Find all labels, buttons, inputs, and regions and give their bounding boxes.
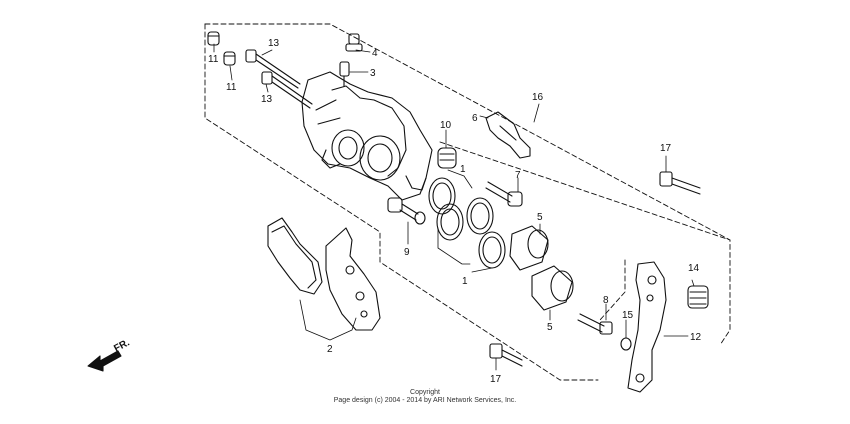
callout-4: 4 [372, 48, 378, 59]
front-direction-arrow-icon [87, 350, 122, 372]
callout-5: 5 [537, 212, 543, 223]
callout-5: 5 [547, 322, 553, 333]
callout-12: 12 [690, 332, 702, 343]
callout-2: 2 [327, 344, 333, 355]
callout-9: 9 [404, 247, 410, 258]
front-direction-label: FR. [112, 337, 132, 354]
bleeder-screw-part [339, 33, 363, 87]
piston-part [509, 225, 574, 311]
callout-13: 13 [261, 94, 273, 105]
callout-14: 14 [688, 263, 700, 274]
pin-bolt-part [387, 197, 426, 225]
slide-pin-part [485, 181, 523, 207]
caliper-body-part [301, 71, 433, 201]
callout-labels: 1 1 2 3 4 5 5 6 7 8 9 10 11 11 12 13 13 … [112, 38, 701, 385]
callout-1: 1 [462, 276, 468, 287]
callout-3: 3 [370, 68, 376, 79]
brake-pad-part [267, 217, 381, 331]
copyright-heading: Copyright [410, 389, 440, 396]
bracket-pin-part [577, 313, 632, 351]
callout-8: 8 [603, 295, 609, 306]
callout-16: 16 [532, 92, 544, 103]
copyright-notice: Page design (c) 2004 - 2014 by ARI Netwo… [333, 397, 517, 404]
callout-6: 6 [472, 113, 478, 124]
assembly-outline [204, 23, 731, 381]
leader-lines [213, 43, 695, 371]
callout-17: 17 [490, 374, 502, 385]
caliper-bracket-part [627, 261, 667, 393]
callout-11: 11 [226, 82, 237, 93]
bushing-part [687, 285, 709, 309]
callout-10: 10 [440, 120, 452, 131]
bleed-cap-part [207, 31, 236, 66]
pad-spring-part [485, 111, 531, 159]
pad-pin-part [245, 49, 313, 109]
callout-13: 13 [268, 38, 280, 49]
callout-15: 15 [622, 310, 634, 321]
callout-1: 1 [460, 164, 466, 175]
piston-seal-part [428, 177, 506, 269]
callout-7: 7 [515, 170, 521, 181]
callout-11: 11 [208, 54, 219, 65]
callout-17: 17 [660, 143, 672, 154]
mounting-bolt-part [489, 171, 701, 367]
boot-part [437, 147, 457, 169]
